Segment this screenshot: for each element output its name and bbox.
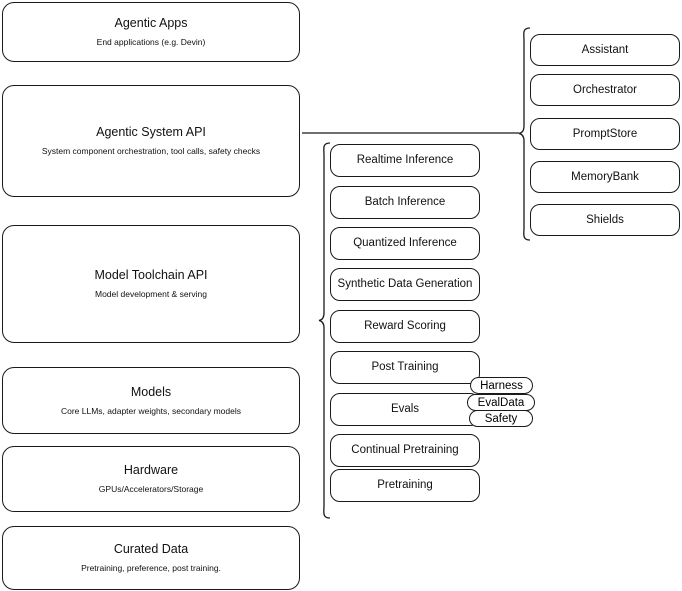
layer-title: Models bbox=[130, 384, 172, 399]
layer-title: Hardware bbox=[123, 463, 179, 478]
capability-post-training[interactable]: Post Training bbox=[330, 351, 480, 384]
evals-tag-label: EvalData bbox=[477, 396, 525, 409]
layer-hardware[interactable]: Hardware GPUs/Accelerators/Storage bbox=[2, 446, 300, 512]
system-component-promptstore[interactable]: PromptStore bbox=[530, 118, 680, 150]
system-component-label: Orchestrator bbox=[573, 83, 637, 96]
capability-quantized-inference[interactable]: Quantized Inference bbox=[330, 227, 480, 260]
layer-models[interactable]: Models Core LLMs, adapter weights, secon… bbox=[2, 367, 300, 434]
capability-label: Post Training bbox=[371, 361, 439, 374]
capability-label: Pretraining bbox=[377, 479, 433, 492]
layer-subtitle: Model development & serving bbox=[95, 289, 207, 299]
capability-evals[interactable]: Evals bbox=[330, 393, 480, 426]
system-component-orchestrator[interactable]: Orchestrator bbox=[530, 74, 680, 106]
system-component-label: PromptStore bbox=[572, 127, 638, 140]
layer-subtitle: End applications (e.g. Devin) bbox=[96, 37, 206, 47]
layer-title: Curated Data bbox=[113, 542, 189, 557]
capability-realtime-inference[interactable]: Realtime Inference bbox=[330, 144, 480, 177]
system-component-memorybank[interactable]: MemoryBank bbox=[530, 161, 680, 193]
capability-continual-pretraining[interactable]: Continual Pretraining bbox=[330, 434, 480, 467]
layer-agentic-system-api[interactable]: Agentic System API System component orch… bbox=[2, 85, 300, 197]
layer-title: Agentic System API bbox=[96, 125, 206, 140]
layer-title: Agentic Apps bbox=[114, 16, 188, 31]
layer-model-toolchain-api[interactable]: Model Toolchain API Model development & … bbox=[2, 225, 300, 343]
capability-synthetic-data-generation[interactable]: Synthetic Data Generation bbox=[330, 268, 480, 301]
capability-label: Evals bbox=[390, 403, 420, 416]
evals-tag-evaldata[interactable]: EvalData bbox=[467, 394, 535, 411]
layer-subtitle: Core LLMs, adapter weights, secondary mo… bbox=[60, 405, 241, 416]
evals-tag-safety[interactable]: Safety bbox=[469, 410, 533, 427]
evals-tag-harness[interactable]: Harness bbox=[470, 377, 533, 394]
capability-label: Batch Inference bbox=[364, 196, 446, 209]
layer-agentic-apps[interactable]: Agentic Apps End applications (e.g. Devi… bbox=[2, 2, 300, 62]
evals-tag-label: Harness bbox=[480, 379, 523, 392]
capability-label: Reward Scoring bbox=[364, 320, 446, 333]
system-component-assistant[interactable]: Assistant bbox=[530, 34, 680, 66]
capability-reward-scoring[interactable]: Reward Scoring bbox=[330, 310, 480, 343]
capability-label: Quantized Inference bbox=[353, 237, 457, 250]
system-component-label: Shields bbox=[586, 213, 624, 226]
capability-label: Realtime Inference bbox=[356, 154, 454, 167]
capability-label: Synthetic Data Generation bbox=[337, 278, 473, 291]
layer-title: Model Toolchain API bbox=[94, 268, 208, 283]
layer-curated-data[interactable]: Curated Data Pretraining, preference, po… bbox=[2, 526, 300, 590]
bracket-toolchain-capabilities bbox=[318, 142, 331, 519]
capability-batch-inference[interactable]: Batch Inference bbox=[330, 186, 480, 219]
layer-subtitle: GPUs/Accelerators/Storage bbox=[98, 484, 204, 494]
system-component-label: Assistant bbox=[581, 43, 629, 56]
capability-pretraining[interactable]: Pretraining bbox=[330, 469, 480, 502]
evals-tag-label: Safety bbox=[484, 412, 518, 425]
bracket-system-components bbox=[518, 27, 531, 241]
capability-label: Continual Pretraining bbox=[351, 444, 459, 457]
layer-subtitle: System component orchestration, tool cal… bbox=[41, 146, 261, 156]
system-component-shields[interactable]: Shields bbox=[530, 204, 680, 236]
system-component-label: MemoryBank bbox=[571, 170, 639, 183]
layer-subtitle: Pretraining, preference, post training. bbox=[81, 563, 221, 573]
